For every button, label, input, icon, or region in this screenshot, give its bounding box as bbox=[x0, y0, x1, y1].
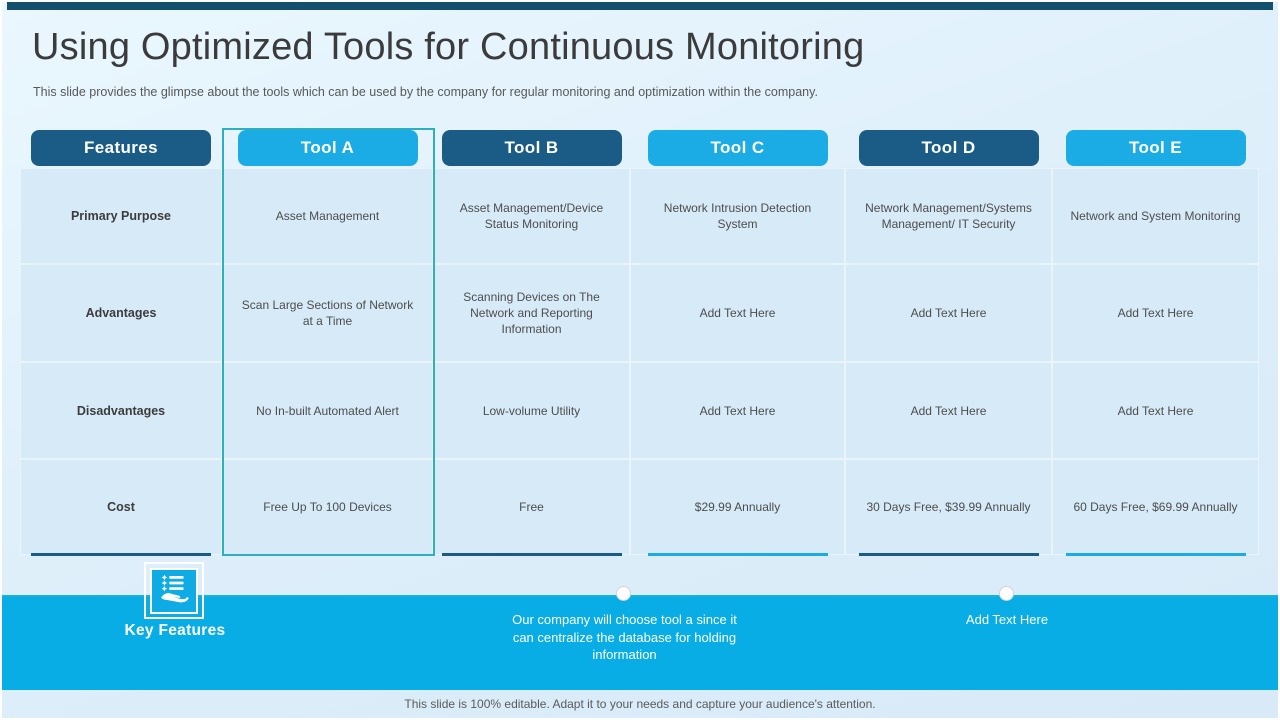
table-cell: No In-built Automated Alert bbox=[222, 362, 433, 459]
table-cell: 60 Days Free, $69.99 Annually bbox=[1052, 459, 1259, 556]
column-header-features[interactable]: Features bbox=[31, 130, 211, 166]
feature-label-cost: Cost bbox=[20, 459, 222, 556]
table-cell: Network Management/Systems Management/ I… bbox=[845, 168, 1052, 264]
table-cell-placeholder[interactable]: Add Text Here bbox=[630, 362, 845, 459]
column-header-tool-e[interactable]: Tool E bbox=[1065, 130, 1246, 166]
table-cell: 30 Days Free, $39.99 Annually bbox=[845, 459, 1052, 556]
band-note-placeholder[interactable]: Add Text Here bbox=[965, 612, 1049, 627]
table-cell: Low-volume Utility bbox=[433, 362, 630, 459]
table-cell-placeholder[interactable]: Add Text Here bbox=[1052, 362, 1259, 459]
cell-text: Free Up To 100 Devices bbox=[263, 500, 392, 514]
table-cell: Scanning Devices on The Network and Repo… bbox=[433, 264, 630, 362]
table-cell-placeholder[interactable]: Add Text Here bbox=[630, 264, 845, 362]
feature-label-text: Cost bbox=[107, 500, 135, 514]
column-header-tool-d[interactable]: Tool D bbox=[858, 130, 1039, 166]
feature-label-advantages: Advantages bbox=[20, 264, 222, 362]
feature-label-primary-purpose: Primary Purpose bbox=[20, 168, 222, 264]
table-cell-placeholder[interactable]: Add Text Here bbox=[845, 362, 1052, 459]
column-header-tool-c[interactable]: Tool C bbox=[647, 130, 828, 166]
table-cell: Network Intrusion Detection System bbox=[630, 168, 845, 264]
table-cell: Asset Management/Device Status Monitorin… bbox=[433, 168, 630, 264]
key-features-tile bbox=[144, 562, 204, 619]
column-underline bbox=[647, 553, 828, 556]
column-underline bbox=[1065, 553, 1246, 556]
table-header-cell: Tool C bbox=[630, 130, 845, 168]
table-cell: Free bbox=[433, 459, 630, 556]
column-underline bbox=[31, 553, 211, 556]
table-header-cell: Tool E bbox=[1052, 130, 1259, 168]
table-cell-placeholder[interactable]: Add Text Here bbox=[1052, 264, 1259, 362]
table-header-cell: Tool A bbox=[222, 130, 433, 168]
page-title: Using Optimized Tools for Continuous Mon… bbox=[32, 26, 865, 68]
table-cell: $29.99 Annually bbox=[630, 459, 845, 556]
hand-holding-list-icon bbox=[158, 572, 190, 609]
cell-text: 30 Days Free, $39.99 Annually bbox=[866, 500, 1031, 514]
column-underline bbox=[441, 553, 622, 556]
table-cell: Network and System Monitoring bbox=[1052, 168, 1259, 264]
timeline-marker bbox=[999, 586, 1014, 601]
table-cell: Scan Large Sections of Network at a Time bbox=[222, 264, 433, 362]
table-header-cell: Tool D bbox=[845, 130, 1052, 168]
column-header-tool-b[interactable]: Tool B bbox=[441, 130, 622, 166]
table-cell: Free Up To 100 Devices bbox=[222, 459, 433, 555]
band-note-main: Our company will choose tool a since it … bbox=[512, 612, 737, 662]
table-header-cell: Tool B bbox=[433, 130, 630, 168]
timeline-marker bbox=[616, 586, 631, 601]
table-cell: Asset Management bbox=[222, 168, 433, 264]
footer-note: This slide is 100% editable. Adapt it to… bbox=[404, 697, 876, 711]
cell-text: 60 Days Free, $69.99 Annually bbox=[1073, 500, 1238, 514]
table-header-cell: Features bbox=[20, 130, 222, 168]
key-features-tile-inner bbox=[150, 567, 198, 614]
top-accent-bar bbox=[7, 2, 1273, 10]
bottom-band bbox=[2, 595, 1278, 690]
feature-label-disadvantages: Disadvantages bbox=[20, 362, 222, 459]
comparison-table: Features Tool A Tool B Tool C Tool D Too… bbox=[20, 130, 1259, 556]
cell-text: Free bbox=[519, 500, 544, 514]
cell-text: $29.99 Annually bbox=[694, 500, 781, 514]
column-underline bbox=[858, 553, 1039, 556]
table-cell-placeholder[interactable]: Add Text Here bbox=[845, 264, 1052, 362]
key-features-label: Key Features bbox=[124, 622, 226, 639]
column-header-tool-a[interactable]: Tool A bbox=[237, 130, 418, 166]
page-subtitle: This slide provides the glimpse about th… bbox=[33, 85, 818, 99]
